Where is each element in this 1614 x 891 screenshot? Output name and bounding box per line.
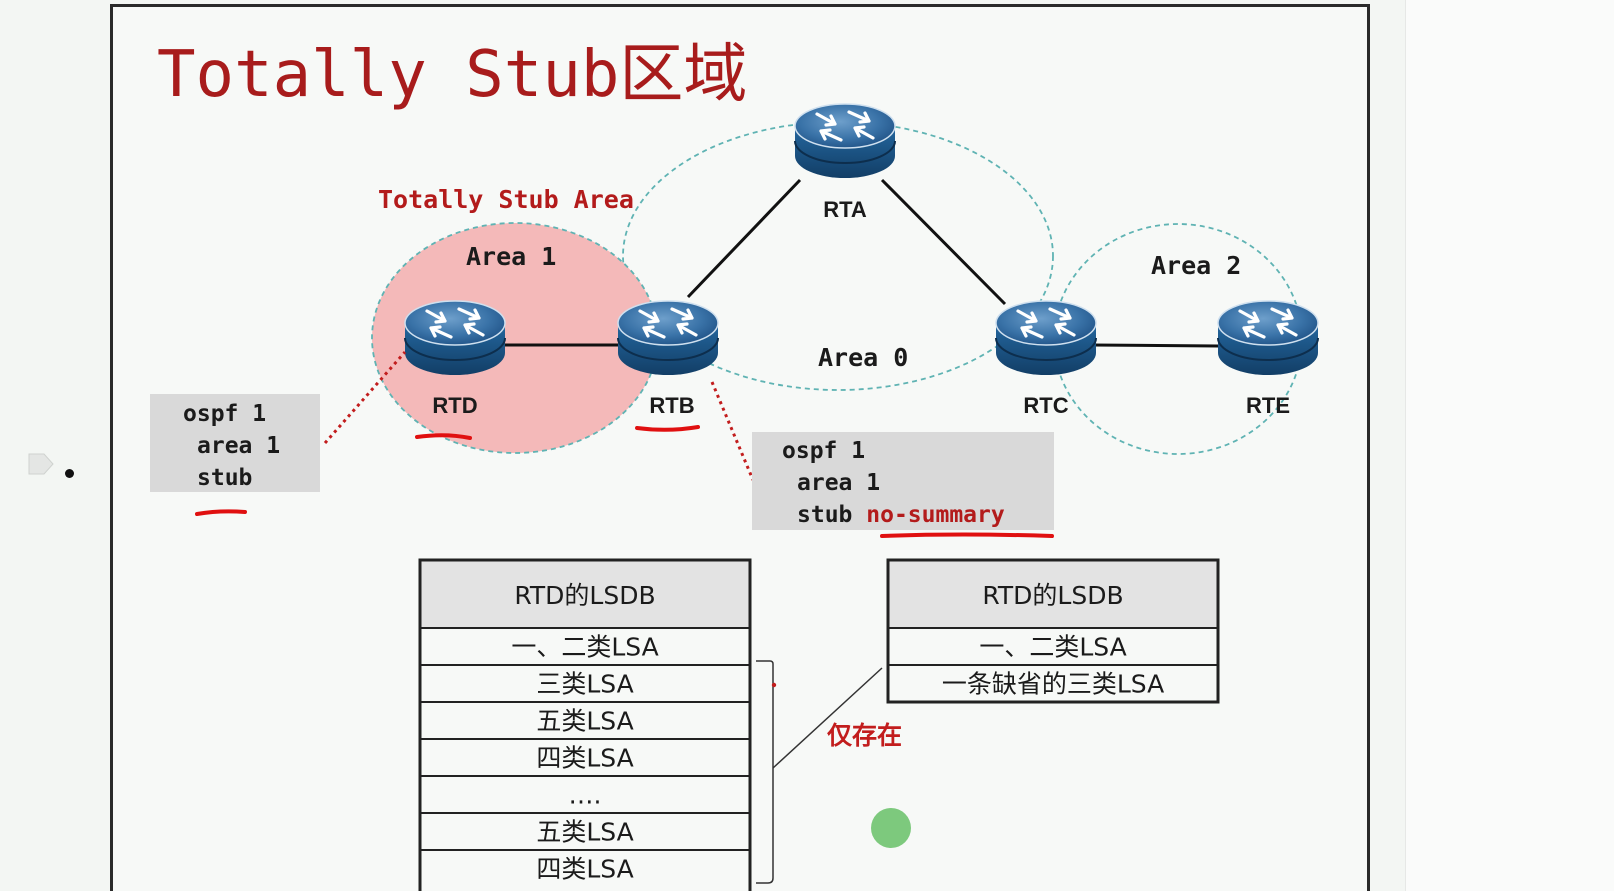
rtd-config-line-2: area 1	[197, 433, 280, 459]
slide-marker-icon	[28, 453, 54, 475]
lsdb-table-left: RTD的LSDB 一、二类LSA 三类LSA 五类LSA 四类LSA …. 五类LSA 四类…	[418, 558, 752, 891]
totally-stub-area-label: Totally Stub Area	[378, 185, 634, 214]
rtb-config-line-3: stub no-summary	[797, 502, 1005, 528]
router-rta-icon	[793, 102, 897, 180]
lsdb-right-rows: 一、二类LSA 一条缺省的三类LSA	[942, 633, 1164, 699]
rtd-config-box: ospf 1 area 1 stub	[150, 394, 320, 492]
lsdb-left-row-2: 三类LSA	[536, 670, 633, 699]
lsdb-left-border	[418, 558, 752, 891]
lsdb-right-row-1: 一、二类LSA	[979, 633, 1126, 662]
rtd-config-bg	[150, 394, 320, 492]
rtb-config-line-1: ospf 1	[782, 438, 865, 464]
area-2-label: Area 2	[1151, 251, 1241, 280]
router-rte-icon	[1216, 299, 1320, 377]
bracket-connector	[772, 667, 883, 769]
router-rtc-icon	[994, 299, 1098, 377]
only-exists-label: 仅存在	[827, 721, 902, 750]
no-summary-underline	[880, 532, 1054, 538]
bullet-dot	[65, 469, 74, 478]
area-0-boundary	[622, 121, 1054, 391]
network-links	[497, 178, 1219, 348]
link-rtc-rte	[1091, 343, 1219, 348]
lsdb-left-row-lines	[420, 627, 750, 851]
lsdb-left-header: RTD的LSDB	[514, 581, 655, 610]
router-rtc-label: RTC	[1023, 393, 1068, 418]
lsdb-table-right: RTD的LSDB 一、二类LSA 一条缺省的三类LSA	[886, 558, 1220, 704]
lsdb-left-row-6: 五类LSA	[536, 818, 633, 847]
router-rtb-label: RTB	[649, 393, 694, 418]
lsdb-left-header-bg	[420, 560, 750, 628]
lsdb-left-rows: 一、二类LSA 三类LSA 五类LSA 四类LSA …. 五类LSA 四类LSA	[511, 633, 658, 884]
lsdb-right-row-lines	[888, 627, 1218, 666]
lsdb-right-header: RTD的LSDB	[982, 581, 1123, 610]
rtb-config-callout	[710, 381, 755, 481]
rtb-config-bg	[752, 432, 1054, 530]
link-rtb-rta	[686, 178, 802, 299]
link-rta-rtc	[880, 178, 1007, 306]
rtb-config-box: ospf 1 area 1 stub no-summary	[752, 432, 1054, 530]
rtd-underline	[415, 433, 472, 440]
router-rtb-icon	[616, 299, 720, 377]
rtd-config-line-1: ospf 1	[183, 401, 266, 427]
area-0-label: Area 0	[818, 343, 908, 372]
rtb-config-stub: stub	[797, 502, 866, 528]
lsdb-left-row-3: 五类LSA	[536, 707, 633, 736]
router-rtd-label: RTD	[432, 393, 477, 418]
lsdb-right-header-bg	[888, 560, 1218, 628]
lsdb-right-border	[886, 558, 1220, 704]
lsdb-right-row-2: 一条缺省的三类LSA	[942, 670, 1164, 699]
rtd-config-underline	[195, 509, 247, 516]
lsdb-left-row-7: 四类LSA	[536, 855, 633, 884]
rtb-underline	[635, 425, 700, 432]
area-1-label: Area 1	[466, 242, 556, 271]
router-rta-label: RTA	[823, 197, 867, 222]
rtd-config-callout	[323, 351, 407, 444]
rtd-config-line-3: stub	[197, 465, 252, 491]
lsdb-left-row-5: ….	[569, 781, 602, 810]
router-rtd-icon	[403, 299, 507, 377]
lsdb-left-row-4: 四类LSA	[536, 744, 633, 773]
router-rte-label: RTE	[1246, 393, 1290, 418]
slide-title: Totally Stub区域	[157, 38, 747, 112]
lsdb-left-row-1: 一、二类LSA	[511, 633, 658, 662]
pointer-highlight	[871, 808, 911, 848]
rtb-config-line-2: area 1	[797, 470, 880, 496]
right-gutter	[1405, 0, 1614, 891]
annotation-dot	[771, 682, 777, 688]
lsdb-bracket	[756, 660, 774, 884]
rtb-config-no-summary: no-summary	[866, 502, 1005, 528]
